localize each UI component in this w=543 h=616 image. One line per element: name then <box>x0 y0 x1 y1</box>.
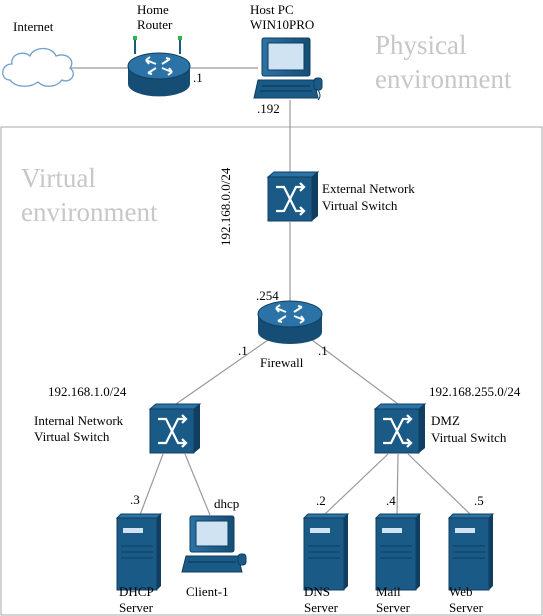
router-label-1: Home <box>137 2 169 17</box>
ext-subnet-label: 192.168.0.0/24 <box>218 167 233 246</box>
dhcp-server-label-1: DHCP <box>119 584 154 599</box>
mail-server-label-2: Server <box>376 600 411 615</box>
link-firewall-dmzswitch <box>311 339 399 405</box>
internet-label: Internet <box>13 19 54 34</box>
dns-server-label-1: DNS <box>304 584 330 599</box>
router-label-2: Router <box>137 17 173 32</box>
ext-switch-label-2: Virtual Switch <box>322 198 398 213</box>
virtual-environment-label-1: Virtual <box>21 163 96 193</box>
client-ip-label: dhcp <box>214 496 239 511</box>
int-switch-label-2: Virtual Switch <box>34 429 110 444</box>
switch-icon <box>148 403 202 454</box>
web-server-label-1: Web <box>449 584 473 599</box>
link-dmzswitch-dns <box>324 453 389 515</box>
web-ip-label: .5 <box>474 493 484 508</box>
fw-left-ip-label: .1 <box>238 343 248 358</box>
host-ip-label: .192 <box>257 101 280 116</box>
int-subnet-label: 192.168.1.0/24 <box>48 384 127 399</box>
server-icon <box>115 513 163 591</box>
link-intswitch-dhcp <box>139 453 164 516</box>
physical-environment-label-2: environment <box>375 64 512 94</box>
ext-switch-label-1: External Network <box>322 181 415 196</box>
client-label: Client-1 <box>186 584 229 599</box>
connections <box>70 67 471 516</box>
web-server-label-2: Server <box>449 600 484 615</box>
dhcp-ip-label: .3 <box>130 492 140 507</box>
router-icon <box>257 300 323 344</box>
link-firewall-intswitch <box>175 339 269 405</box>
mail-ip-label: .4 <box>386 493 396 508</box>
link-dmzswitch-web <box>407 453 471 515</box>
server-icon <box>447 513 495 591</box>
link-intswitch-client <box>184 453 211 516</box>
switch-icon <box>266 171 320 222</box>
int-switch-label-1: Internal Network <box>34 413 124 428</box>
mail-server-label-1: Mail <box>376 584 401 599</box>
link-dmzswitch-mail <box>396 453 399 515</box>
fw-right-ip-label: .1 <box>318 343 328 358</box>
dmz-switch-label-1: DMZ <box>431 413 460 428</box>
dmz-switch-label-2: Virtual Switch <box>431 430 507 445</box>
router-icon <box>127 36 191 97</box>
server-icon <box>302 513 350 591</box>
physical-environment-label-1: Physical <box>375 30 467 60</box>
cloud-icon <box>2 47 74 87</box>
host-label-2: WIN10PRO <box>250 17 314 32</box>
dns-server-label-2: Server <box>304 600 339 615</box>
host-label-1: Host PC <box>250 2 294 17</box>
virtual-environment-label-2: environment <box>21 197 158 227</box>
firewall-label: Firewall <box>260 355 304 370</box>
switch-icon <box>373 403 427 454</box>
dmz-subnet-label: 192.168.255.0/24 <box>429 384 521 399</box>
virtual-environment-boundary <box>0 126 543 616</box>
fw-outside-ip-label: .254 <box>256 288 279 303</box>
dns-ip-label: .2 <box>316 493 326 508</box>
workstation-icon <box>253 37 323 101</box>
router-ip-label: .1 <box>193 70 203 85</box>
dhcp-server-label-2: Server <box>119 600 154 615</box>
workstation-icon <box>181 515 247 573</box>
server-icon <box>374 513 422 591</box>
